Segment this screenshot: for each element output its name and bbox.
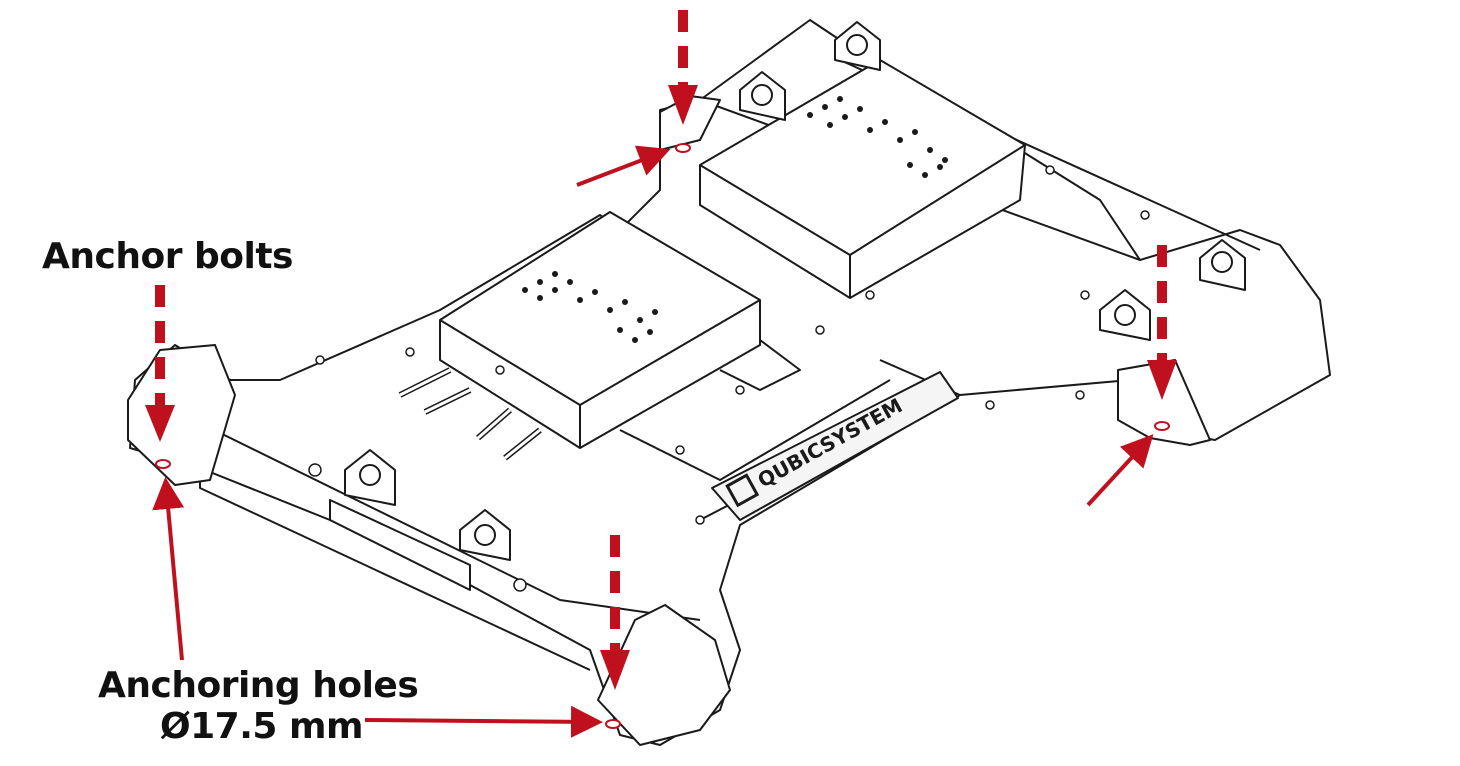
bearing-blocks [344,21,1246,561]
hole-arrow-rear [576,145,671,187]
vent-pattern-front [522,271,658,343]
anchoring-hole-front [605,719,621,729]
anchoring-hole-left [155,459,171,469]
hole-arrows [152,145,1154,738]
motion-platform-base [127,19,1331,746]
anchor-bolts-label: Anchor bolts [42,236,293,277]
control-box-front [439,211,761,449]
hole-arrow-left [152,477,185,661]
hole-arrow-front [364,705,603,738]
brand-logo-icon [725,473,760,508]
hole-diameter-label: Ø17.5 mm [160,706,363,747]
vent-pattern-rear [807,96,948,178]
hole-arrow-right [1086,434,1154,507]
anchoring-hole-right [1154,421,1170,431]
plate-screws [308,165,1150,592]
anchoring-holes-label: Anchoring holes [98,665,419,706]
foot-rear [659,95,721,151]
bolt-arrows [155,10,1167,650]
foot-front [597,604,731,746]
anchoring-hole-rear [675,143,691,153]
